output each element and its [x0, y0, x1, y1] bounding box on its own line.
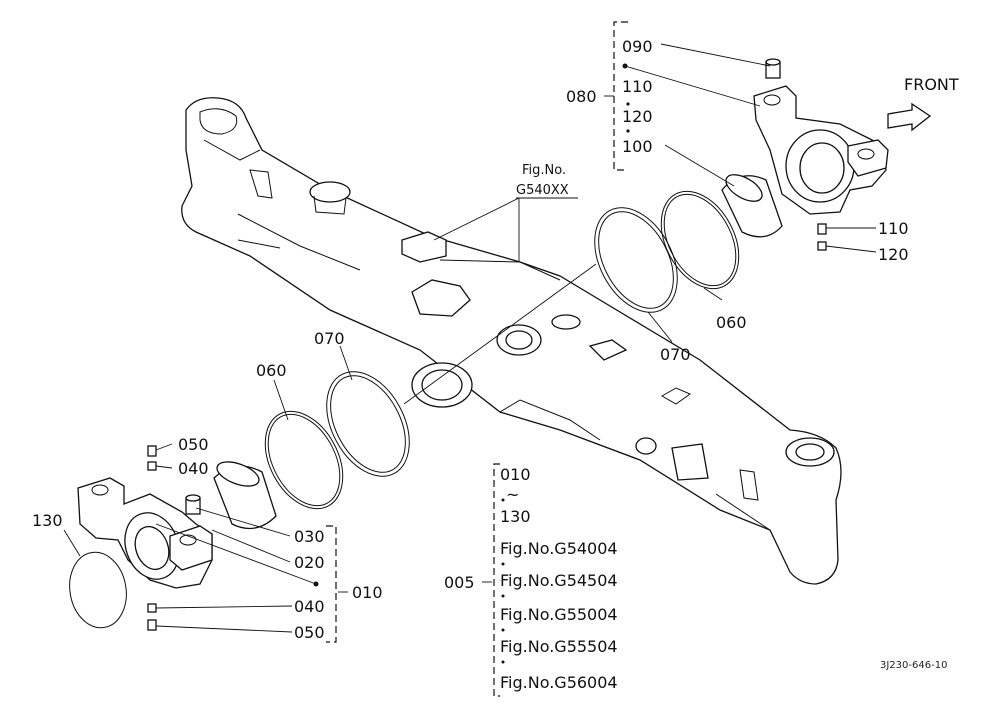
callout-100: 100 — [622, 137, 653, 156]
fig-no-label: Fig.No. — [522, 163, 566, 178]
dot-marker — [501, 594, 505, 598]
dot-marker — [501, 562, 505, 566]
part-060-oring-left — [264, 410, 344, 510]
callout-050-top: 050 — [178, 435, 209, 454]
bracket-010 — [326, 525, 337, 643]
fig-ref-1: Fig.No.G54004 — [500, 539, 618, 558]
front-label: FRONT — [904, 75, 959, 94]
part-090-bushing — [765, 58, 781, 79]
dot-marker — [626, 102, 630, 106]
callout-090: 090 — [622, 37, 653, 56]
callout-005: 005 — [444, 573, 475, 592]
part-070-ring-left — [326, 371, 410, 477]
part-130-seal — [69, 551, 127, 629]
range-separator: ~ — [506, 485, 519, 504]
fig-ref-3: Fig.No.G55004 — [500, 605, 618, 624]
callout-120-side: 120 — [878, 245, 909, 264]
dot-marker — [626, 129, 630, 133]
dot-marker — [313, 581, 319, 587]
callout-120-top: 120 — [622, 107, 653, 126]
figure-ref-code: 3J230-646-10 — [880, 660, 947, 671]
callout-060-right: 060 — [716, 313, 747, 332]
callout-060-left: 060 — [256, 361, 287, 380]
part-030-bushing — [213, 461, 277, 530]
callout-070-right: 070 — [660, 345, 691, 364]
dot-marker — [501, 628, 505, 632]
bracket-005 — [493, 463, 500, 697]
dot-marker — [501, 498, 505, 502]
leader-lines — [63, 43, 877, 633]
fig-ref-2: Fig.No.G54504 — [500, 571, 618, 590]
callout-110-top: 110 — [622, 77, 653, 96]
right-pivot-bracket — [753, 85, 889, 215]
dot-marker — [501, 660, 505, 664]
callout-010: 010 — [352, 583, 383, 602]
callout-020: 020 — [294, 553, 325, 572]
fig-no-code: G540XX — [516, 183, 569, 198]
callout-040-top: 040 — [178, 459, 209, 478]
part-020-bushing — [185, 494, 201, 515]
fig-ref-5: Fig.No.G56004 — [500, 673, 618, 692]
part-040-050-grease-fitting-left — [147, 445, 157, 631]
range-end: 130 — [500, 507, 531, 526]
front-arrow-icon — [887, 102, 932, 132]
part-110-120-grease-fitting-right — [817, 223, 827, 251]
callout-050-bottom: 050 — [294, 623, 325, 642]
dot-marker — [622, 63, 628, 69]
callout-030: 030 — [294, 527, 325, 546]
part-100-bushing — [721, 174, 783, 238]
left-pivot-bracket — [77, 477, 213, 589]
callout-110-side: 110 — [878, 219, 909, 238]
callout-080: 080 — [566, 87, 597, 106]
callout-070-left: 070 — [314, 329, 345, 348]
part-070-ring-right — [594, 207, 678, 313]
callout-130: 130 — [32, 511, 63, 530]
callout-040-bottom: 040 — [294, 597, 325, 616]
fig-ref-4: Fig.No.G55504 — [500, 637, 618, 656]
axle-housing — [181, 97, 842, 585]
range-start: 010 — [500, 465, 531, 484]
